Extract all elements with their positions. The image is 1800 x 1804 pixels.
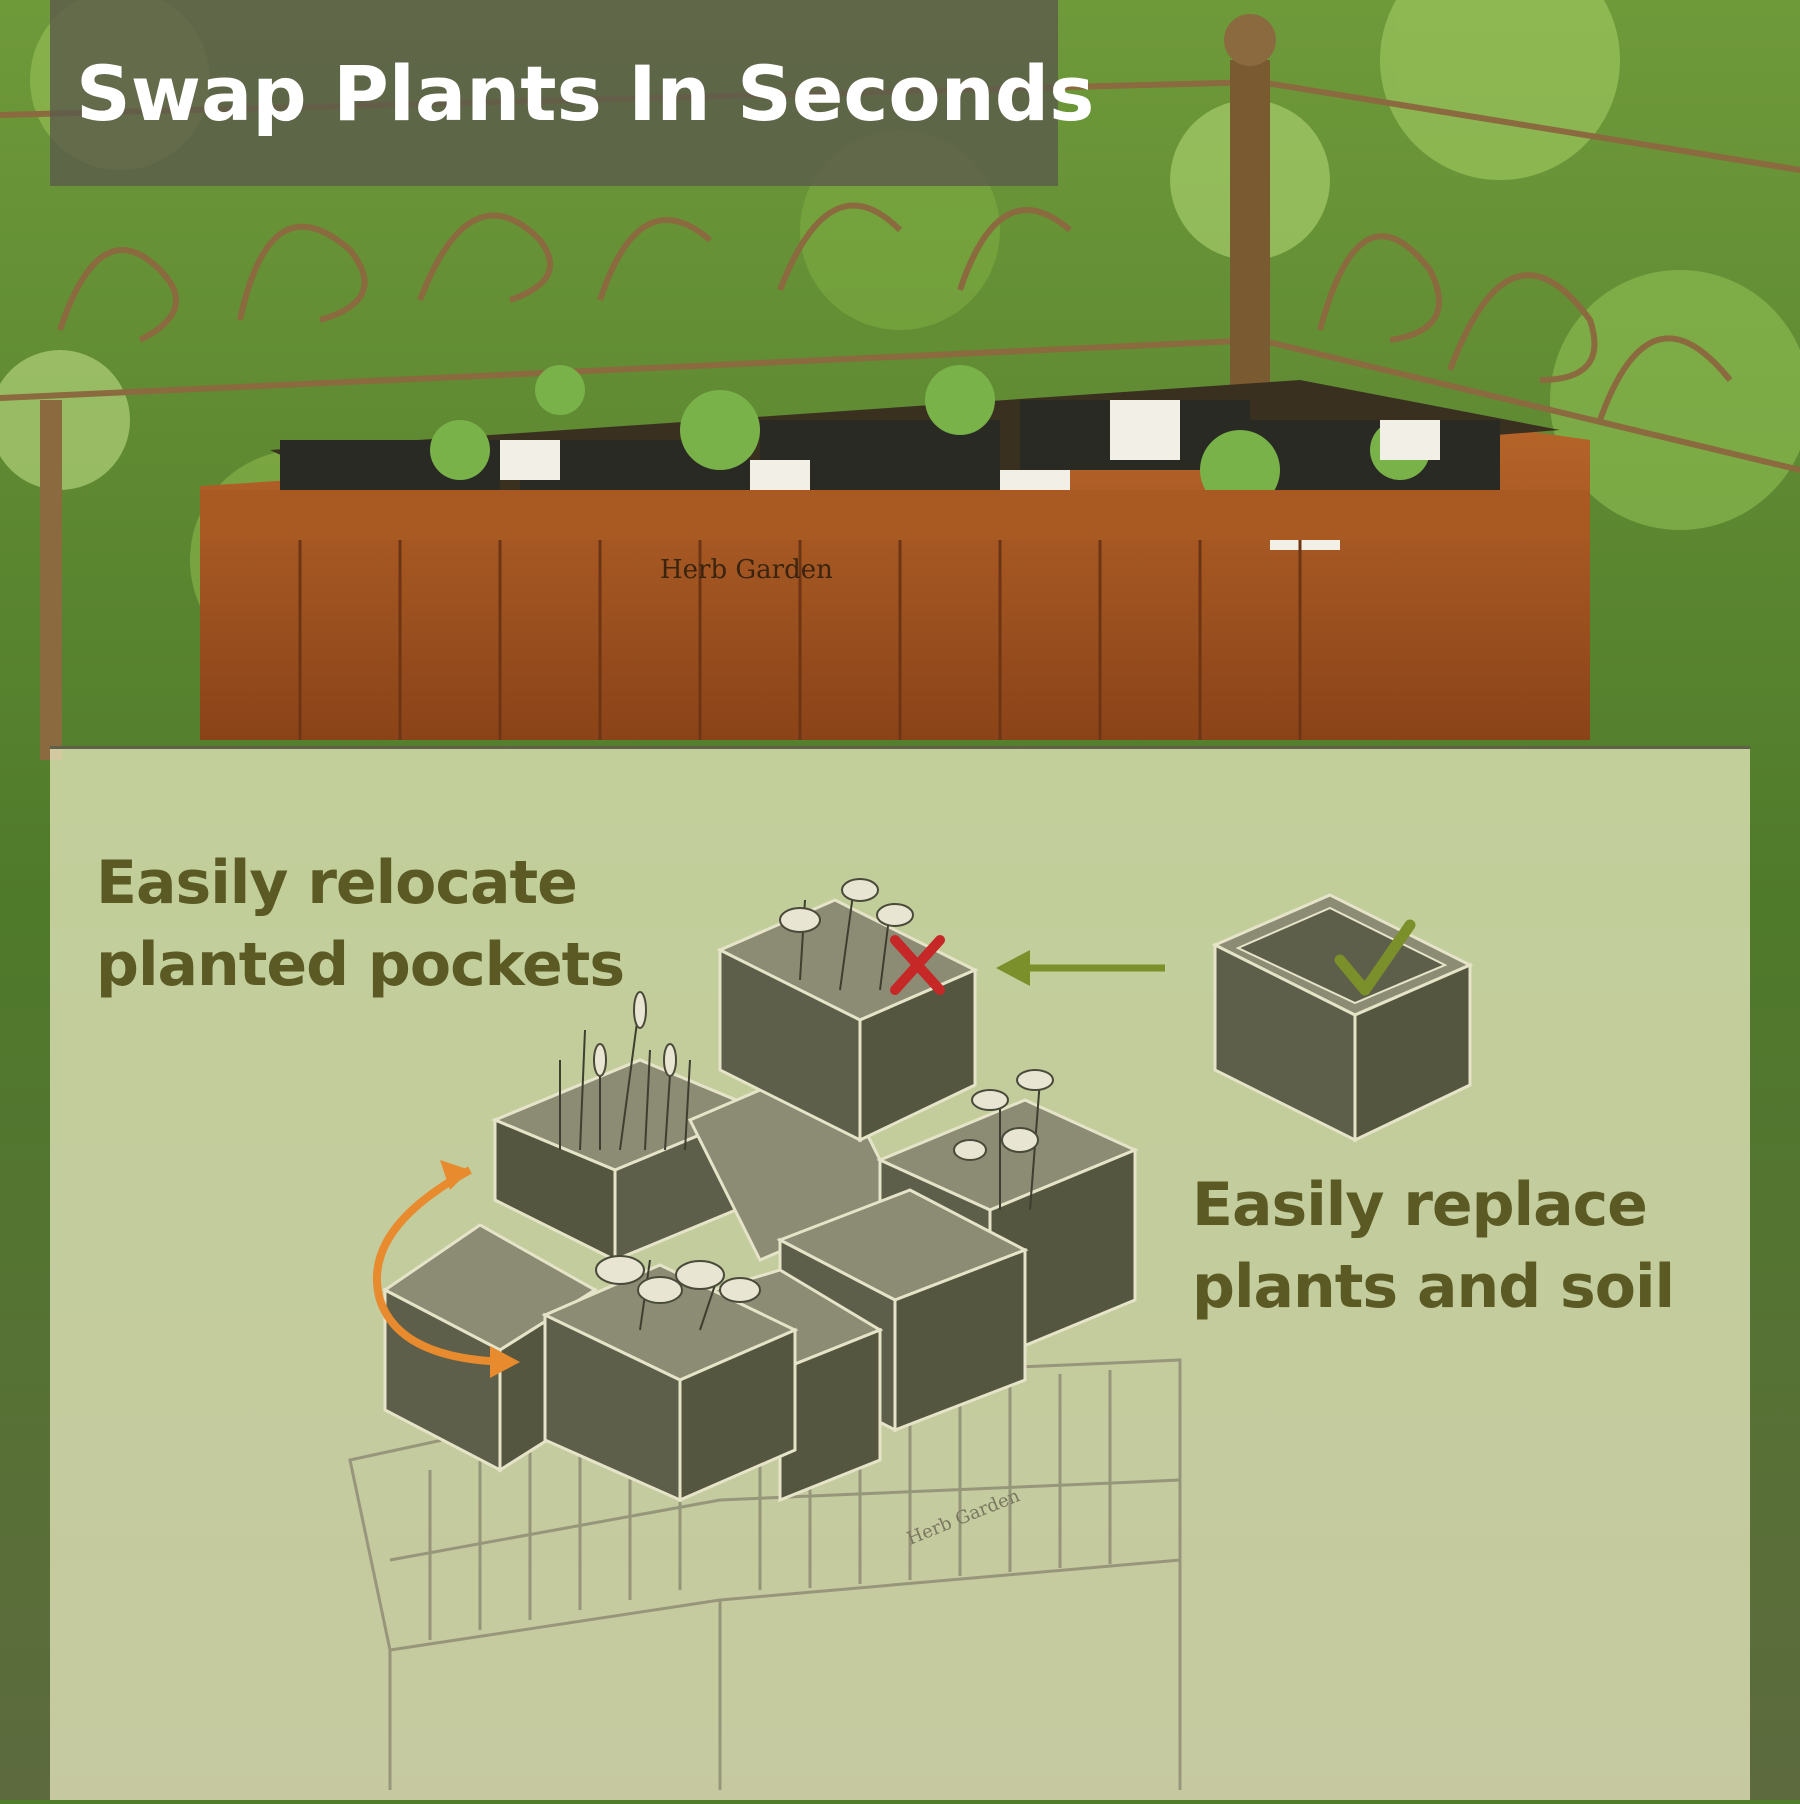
replace-caption-line-1: Easily replace [1192,1170,1648,1240]
plant-illustrations [559,991,1054,1331]
replace-arrow [996,950,1165,986]
pocket-cluster [382,1058,1139,1503]
empty-pocket [1211,893,1474,1143]
page-title: Swap Plants In Seconds [76,48,1095,138]
swap-arrow [372,1160,520,1378]
check-icon [1334,919,1416,996]
relocate-caption: Easily relocate planted pockets [96,842,625,1006]
planter-brand-text: Herb Garden [660,555,833,585]
replace-caption-line-2: plants and soil [1192,1252,1675,1322]
title-banner: Swap Plants In Seconds [50,0,1094,186]
relocate-caption-line-2: planted pockets [96,930,625,1000]
replace-caption: Easily replace plants and soil [1192,1164,1675,1328]
relocate-caption-line-1: Easily relocate [96,848,578,918]
stand-brand-text: Herb Garden [904,1485,1023,1549]
removed-pocket [716,878,979,1143]
remove-x-icon [890,935,945,995]
